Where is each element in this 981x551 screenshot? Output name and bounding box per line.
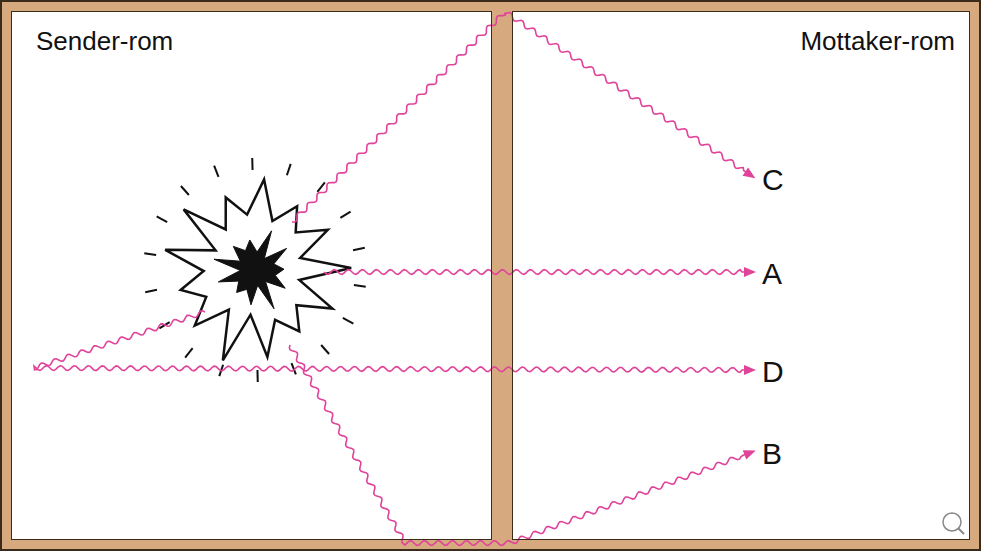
room-floor bbox=[11, 11, 492, 540]
zoom-icon bbox=[943, 513, 964, 534]
point-label: C bbox=[762, 163, 784, 197]
room-name: Sender-rom bbox=[36, 26, 173, 56]
explosion-ray bbox=[157, 216, 168, 222]
explosion-core bbox=[214, 231, 287, 309]
explosion-ray bbox=[317, 182, 324, 191]
room-floor bbox=[512, 11, 970, 540]
explosion-ray bbox=[256, 370, 258, 382]
explosion-ray bbox=[340, 212, 350, 218]
room-region: Sender-rom bbox=[11, 11, 492, 540]
explosion-ray bbox=[343, 318, 354, 324]
explosion-ray bbox=[185, 348, 192, 357]
explosion-ray bbox=[353, 248, 365, 250]
explosion-ray bbox=[145, 290, 157, 292]
explosion-ray bbox=[287, 164, 291, 175]
explosion-ray bbox=[251, 158, 253, 170]
arrow-head bbox=[743, 167, 756, 178]
point-label: A bbox=[762, 257, 782, 291]
sound-wave bbox=[34, 311, 752, 372]
explosion-ray bbox=[144, 253, 156, 255]
sound-wave bbox=[324, 270, 752, 275]
sound-wave bbox=[292, 13, 752, 222]
arrow-head bbox=[744, 365, 756, 375]
arrow-head bbox=[743, 450, 756, 459]
explosion-ray bbox=[354, 285, 366, 287]
explosion-ray bbox=[181, 186, 189, 195]
point-label: D bbox=[762, 355, 784, 389]
point-label: B bbox=[762, 437, 782, 471]
room-region: Mottaker-rom bbox=[512, 11, 970, 540]
sound-wave bbox=[289, 345, 752, 545]
arrow-head bbox=[744, 267, 756, 277]
explosion-ray bbox=[321, 345, 329, 354]
explosion-ray bbox=[214, 166, 218, 177]
room-name: Mottaker-rom bbox=[800, 26, 955, 56]
explosion-outer bbox=[165, 180, 351, 361]
